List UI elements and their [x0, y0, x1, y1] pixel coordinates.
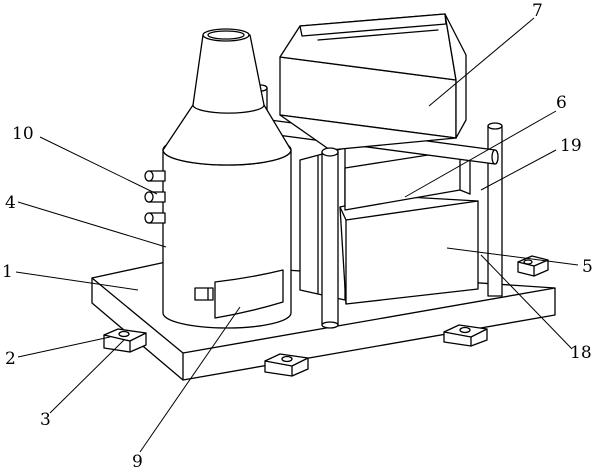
connector-chute — [344, 149, 471, 211]
callout-9: 9 — [132, 452, 143, 472]
callout-10: 10 — [12, 124, 34, 144]
callout-6: 6 — [556, 93, 567, 113]
mounting-block — [443, 324, 488, 347]
callout-3: 3 — [40, 410, 51, 430]
callout-5: 5 — [582, 257, 593, 277]
callout-19: 19 — [560, 136, 582, 156]
mounting-block — [517, 255, 549, 277]
access-door — [194, 269, 284, 319]
callout-1: 1 — [2, 262, 13, 282]
callout-18: 18 — [570, 343, 592, 363]
callout-2: 2 — [5, 349, 16, 369]
inlet-pipe — [144, 212, 166, 224]
inlet-pipe — [144, 170, 166, 182]
mounting-block — [264, 353, 309, 377]
collection-box — [339, 195, 479, 305]
inlet-pipe — [144, 191, 166, 203]
front-support-post — [321, 147, 339, 329]
leader-lines — [15, 17, 579, 453]
hopper-box — [279, 13, 467, 151]
callout-4: 4 — [5, 193, 16, 213]
callout-7: 7 — [532, 1, 543, 21]
mounting-block — [103, 328, 147, 353]
